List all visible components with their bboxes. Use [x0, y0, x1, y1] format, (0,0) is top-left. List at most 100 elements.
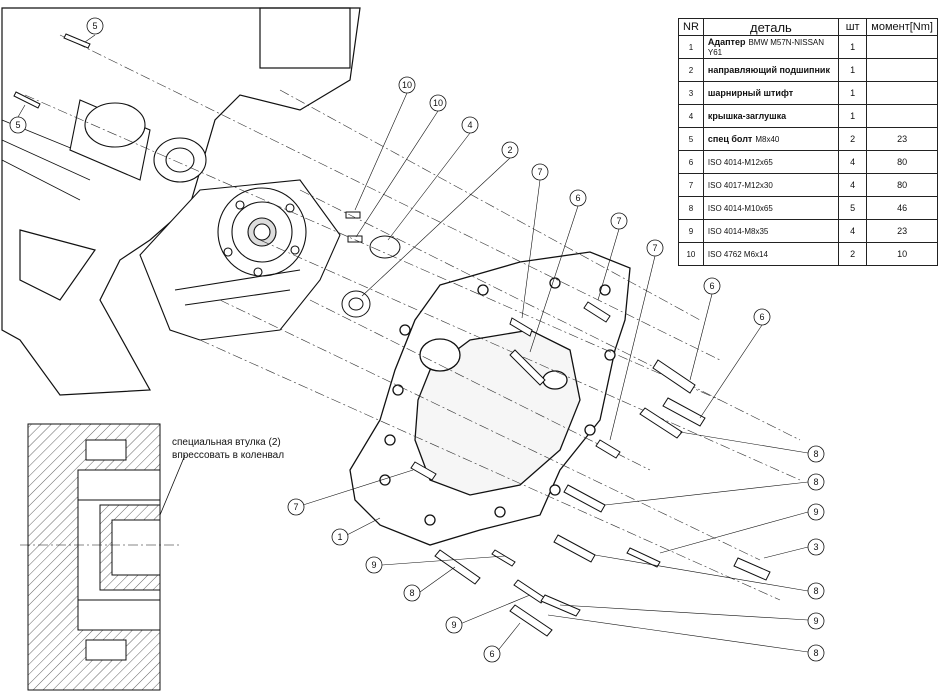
cell-torque	[866, 81, 938, 105]
section-detail	[20, 423, 186, 691]
cell-part: ISO 4014-M10x65	[702, 196, 839, 220]
part-name: шарнирный штифт	[707, 88, 794, 98]
cell-nr: 6	[678, 150, 704, 174]
table-header-row: NR деталь шт момент[Nm]	[678, 18, 938, 36]
svg-text:9: 9	[813, 616, 818, 626]
callout-bubble: 1	[331, 528, 349, 546]
cell-qty: 1	[837, 104, 868, 128]
bolt	[652, 359, 696, 394]
svg-text:8: 8	[813, 648, 818, 658]
section-note-line2: впрессовать в коленвал	[172, 450, 285, 461]
table-row: 6 ISO 4014-M12x65 4 80	[678, 150, 938, 174]
bolt	[733, 557, 771, 581]
part-name: направляющий подшипник	[707, 65, 830, 75]
svg-text:8: 8	[813, 477, 818, 487]
callout-bubble: 6	[483, 645, 501, 663]
alignment-lines	[24, 34, 801, 601]
starter-motor	[69, 99, 207, 183]
cell-qty: 1	[837, 81, 868, 105]
bolt	[509, 349, 546, 386]
svg-text:7: 7	[616, 216, 621, 226]
callout-bubble: 3	[807, 538, 825, 556]
callout-bubble: 5	[86, 17, 104, 35]
part-spec: BMW M57N-NISSAN Y61	[707, 38, 825, 57]
svg-text:7: 7	[293, 502, 298, 512]
svg-text:9: 9	[451, 620, 456, 630]
cell-part: направляющий подшипник	[702, 58, 839, 82]
svg-text:6: 6	[489, 649, 494, 659]
callout-bubble: 8	[403, 584, 421, 602]
part-name: спец болт	[707, 134, 753, 144]
cell-nr: 3	[678, 81, 704, 105]
callout-bubble: 9	[445, 616, 463, 634]
table-row: 9 ISO 4014-M8x35 4 23	[678, 219, 938, 243]
bolt	[63, 33, 91, 49]
table-row: 8 ISO 4014-M10x65 5 46	[678, 196, 938, 220]
callout-bubble: 4	[461, 116, 479, 134]
svg-text:9: 9	[813, 507, 818, 517]
table-row: 2 направляющий подшипник 1	[678, 58, 938, 82]
bolt	[513, 579, 546, 604]
bolt	[13, 91, 41, 109]
part-spec: M8x40	[755, 135, 780, 144]
cell-qty: 2	[837, 127, 868, 151]
section-note-line1: специальная втулка (2)	[172, 437, 281, 448]
bolt	[563, 484, 606, 513]
svg-text:6: 6	[709, 281, 714, 291]
cell-part: ISO 4017-M12x30	[702, 173, 839, 197]
cell-part: шарнирный штифт	[702, 81, 839, 105]
cell-part: ISO 4014-M12x65	[702, 150, 839, 174]
cell-torque: 10	[866, 242, 938, 266]
small-parts	[341, 211, 401, 318]
cell-nr: 4	[678, 104, 704, 128]
cell-qty: 4	[837, 150, 868, 174]
svg-text:5: 5	[15, 120, 20, 130]
callout-leaders	[17, 34, 809, 654]
cell-torque	[866, 58, 938, 82]
callout-bubble: 10	[398, 76, 416, 94]
cell-torque: 23	[866, 127, 938, 151]
engine-rear-flange	[139, 179, 341, 341]
bolt	[540, 594, 581, 617]
cell-nr: 5	[678, 127, 704, 151]
cell-qty: 2	[837, 242, 868, 266]
callouts: 5 5 10 10 4 2 7 6 7 7 6 6 8 8 9 8 3 7 1 …	[9, 17, 825, 663]
svg-text:8: 8	[813, 449, 818, 459]
bolt	[583, 301, 611, 323]
svg-text:3: 3	[813, 542, 818, 552]
cell-nr: 10	[678, 242, 704, 266]
callout-bubble: 8	[807, 473, 825, 491]
bolt	[434, 549, 481, 585]
svg-text:6: 6	[759, 312, 764, 322]
svg-text:8: 8	[409, 588, 414, 598]
bolt	[553, 534, 596, 563]
callout-bubble: 2	[501, 141, 519, 159]
svg-text:8: 8	[813, 586, 818, 596]
cell-qty: 4	[837, 173, 868, 197]
cell-part: ISO 4762 M6x14	[702, 242, 839, 266]
callout-bubble: 7	[610, 212, 628, 230]
callout-bubble: 8	[807, 445, 825, 463]
cell-qty: 4	[837, 219, 868, 243]
table-row: 7 ISO 4017-M12x30 4 80	[678, 173, 938, 197]
part-name: Адаптер	[707, 37, 746, 47]
table-row: 3 шарнирный штифт 1	[678, 81, 938, 105]
callout-bubble: 7	[287, 498, 305, 516]
table-row: 10 ISO 4762 M6x14 2 10	[678, 242, 938, 266]
svg-text:2: 2	[507, 145, 512, 155]
cell-nr: 9	[678, 219, 704, 243]
cell-qty: 1	[837, 35, 868, 59]
callout-bubble: 7	[646, 239, 664, 257]
svg-text:10: 10	[433, 98, 443, 108]
callout-bubble: 6	[703, 277, 721, 295]
cell-part: ISO 4014-M8x35	[702, 219, 839, 243]
bolt	[509, 604, 553, 637]
svg-text:7: 7	[652, 243, 657, 253]
callout-bubble: 9	[807, 503, 825, 521]
cell-torque: 80	[866, 173, 938, 197]
svg-text:9: 9	[371, 560, 376, 570]
cell-nr: 8	[678, 196, 704, 220]
